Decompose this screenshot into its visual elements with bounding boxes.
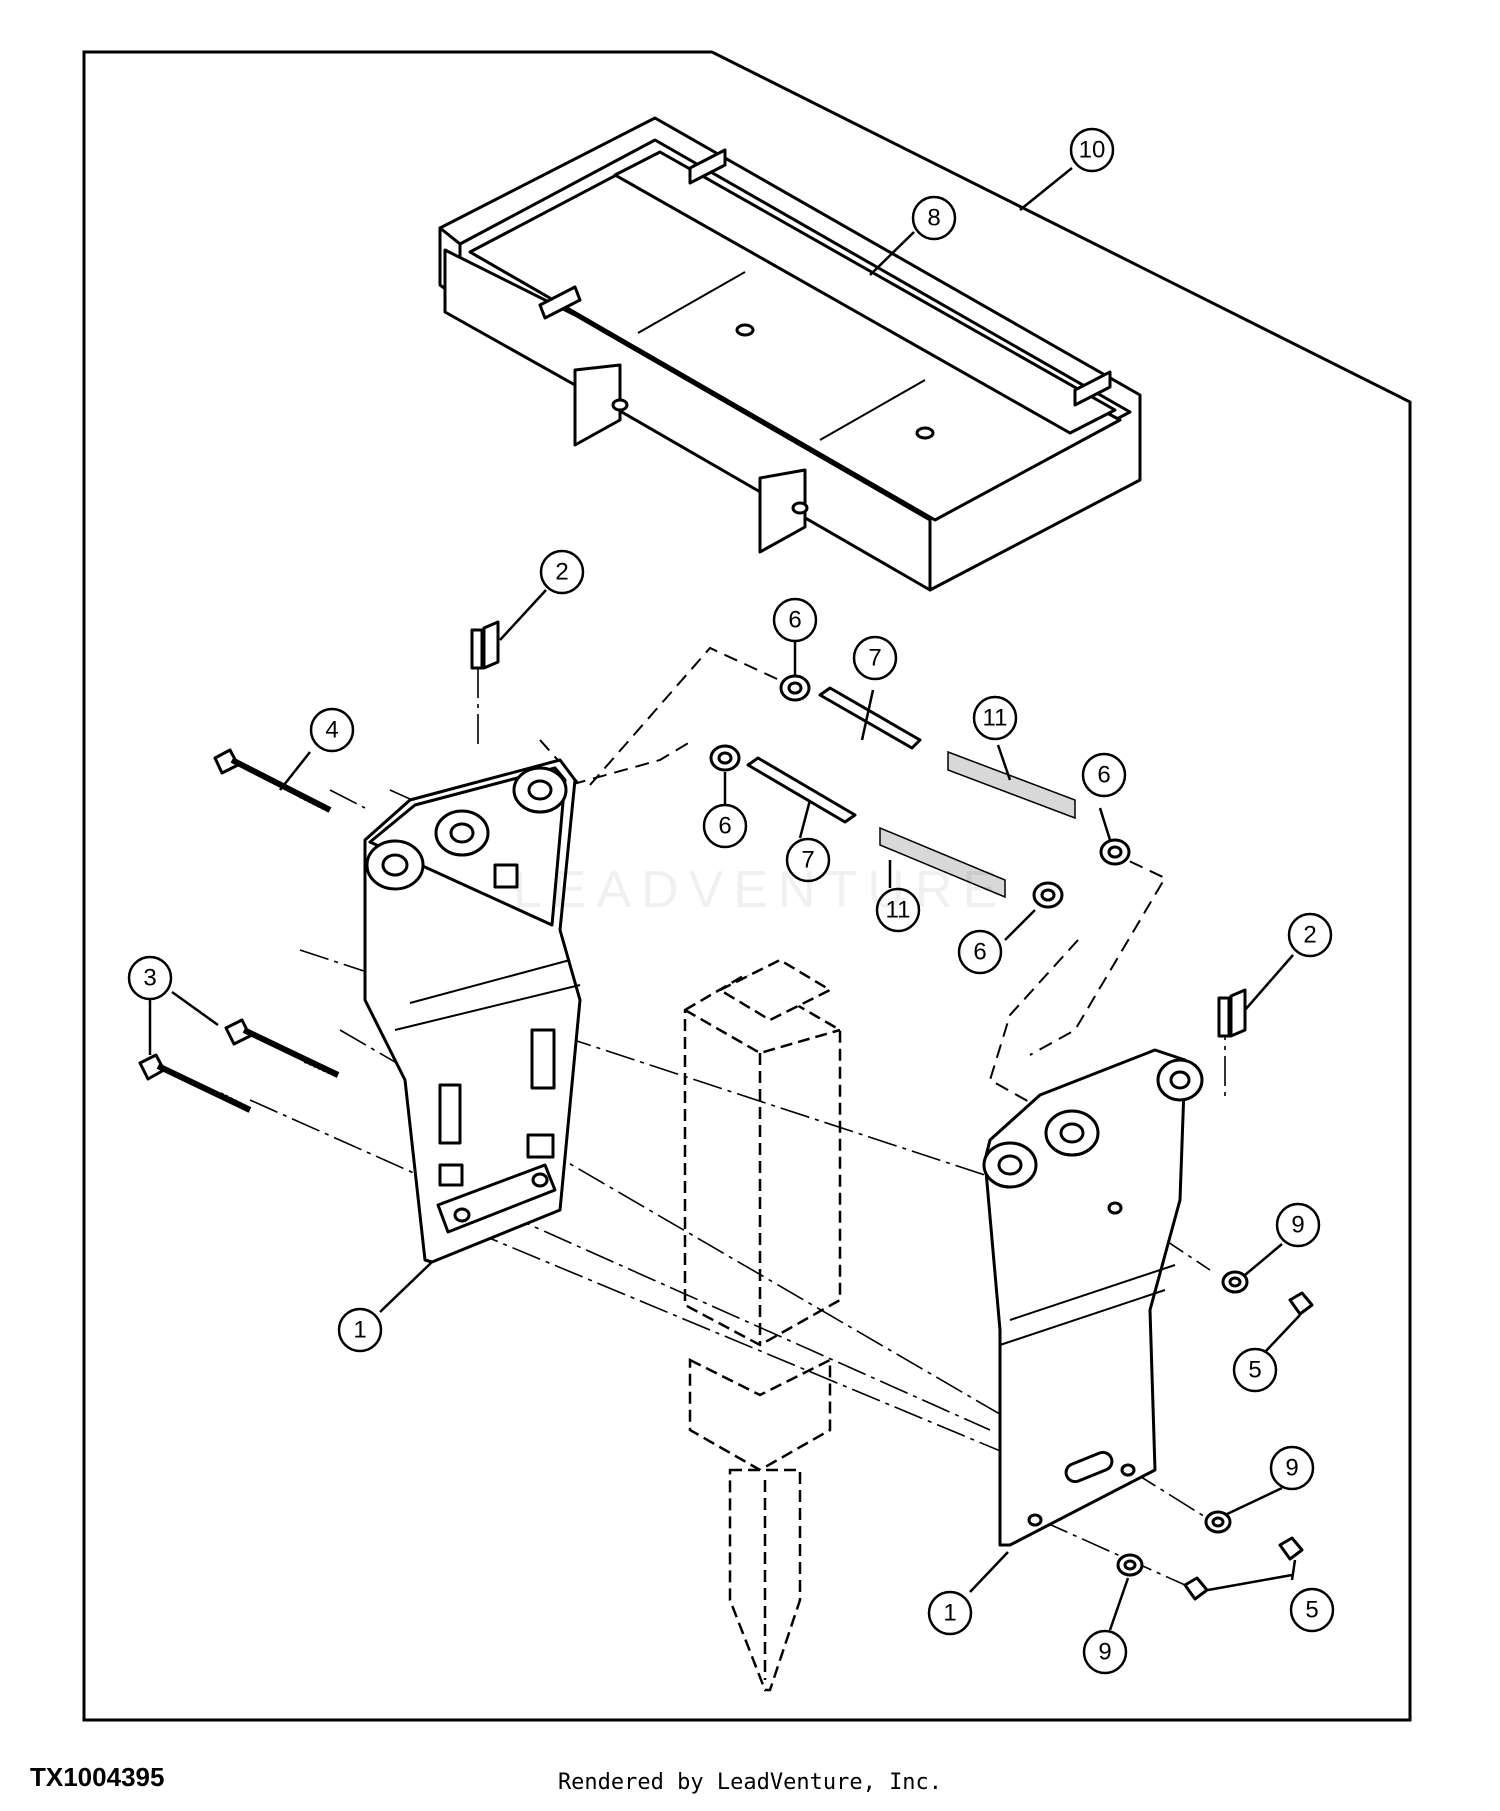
svg-text:1: 1 bbox=[943, 1600, 956, 1627]
callout-6-right: 6 bbox=[1081, 752, 1127, 798]
top-guard-assembly bbox=[438, 116, 1142, 592]
right-side-plate bbox=[982, 1048, 1204, 1547]
callout-4: 4 bbox=[309, 707, 355, 753]
callout-10: 10 bbox=[1069, 127, 1115, 173]
callout-5-low: 5 bbox=[1289, 1587, 1335, 1633]
bolts bbox=[138, 748, 340, 1113]
callout-7-top: 7 bbox=[852, 635, 898, 681]
render-credit: Rendered by LeadVenture, Inc. bbox=[557, 1770, 943, 1795]
svg-text:10: 10 bbox=[1079, 137, 1106, 164]
callout-6-top: 6 bbox=[772, 597, 818, 643]
svg-text:6: 6 bbox=[718, 813, 731, 840]
callout-6-mid: 6 bbox=[702, 803, 748, 849]
breaker-ghost bbox=[683, 958, 842, 1692]
svg-text:5: 5 bbox=[1305, 1597, 1318, 1624]
washers-and-nuts bbox=[1116, 1270, 1314, 1601]
svg-text:9: 9 bbox=[1098, 1639, 1111, 1666]
svg-text:9: 9 bbox=[1291, 1212, 1304, 1239]
shaft-assemblies bbox=[709, 674, 1131, 909]
svg-text:5: 5 bbox=[1248, 1357, 1261, 1384]
svg-text:7: 7 bbox=[868, 645, 881, 672]
svg-text:6: 6 bbox=[1097, 762, 1110, 789]
svg-text:8: 8 bbox=[927, 205, 940, 232]
callout-9-mid: 9 bbox=[1269, 1445, 1315, 1491]
svg-text:7: 7 bbox=[801, 847, 814, 874]
left-side-plate bbox=[363, 758, 582, 1264]
svg-text:1: 1 bbox=[353, 1317, 366, 1344]
svg-text:6: 6 bbox=[973, 939, 986, 966]
svg-text:4: 4 bbox=[325, 717, 338, 744]
svg-text:2: 2 bbox=[1303, 922, 1316, 949]
svg-text:3: 3 bbox=[143, 965, 156, 992]
watermark: LEADVENTURE bbox=[512, 861, 1008, 919]
callout-5-top: 5 bbox=[1232, 1347, 1278, 1393]
callout-9-low: 9 bbox=[1082, 1629, 1128, 1675]
callout-8: 8 bbox=[911, 195, 957, 241]
callout-11-mid: 11 bbox=[875, 887, 921, 933]
callout-11-top: 11 bbox=[972, 695, 1018, 741]
svg-text:9: 9 bbox=[1285, 1455, 1298, 1482]
svg-text:6: 6 bbox=[788, 607, 801, 634]
callout-1-right: 1 bbox=[927, 1590, 973, 1636]
callout-9-top: 9 bbox=[1275, 1202, 1321, 1248]
callout-2-top: 2 bbox=[539, 549, 585, 595]
callout-7-mid: 7 bbox=[785, 837, 831, 883]
leader-lines bbox=[148, 167, 1301, 1631]
diagram-frame bbox=[82, 50, 1412, 1722]
figure-id: TX1004395 bbox=[30, 1762, 165, 1792]
callout-3: 3 bbox=[127, 955, 173, 1001]
lock-pins bbox=[470, 620, 1247, 1038]
callout-6-low: 6 bbox=[957, 929, 1003, 975]
svg-text:11: 11 bbox=[983, 705, 1008, 732]
svg-text:2: 2 bbox=[555, 559, 568, 586]
svg-text:11: 11 bbox=[886, 897, 911, 924]
callout-1-left: 1 bbox=[337, 1307, 383, 1353]
callout-2-right: 2 bbox=[1287, 912, 1333, 958]
